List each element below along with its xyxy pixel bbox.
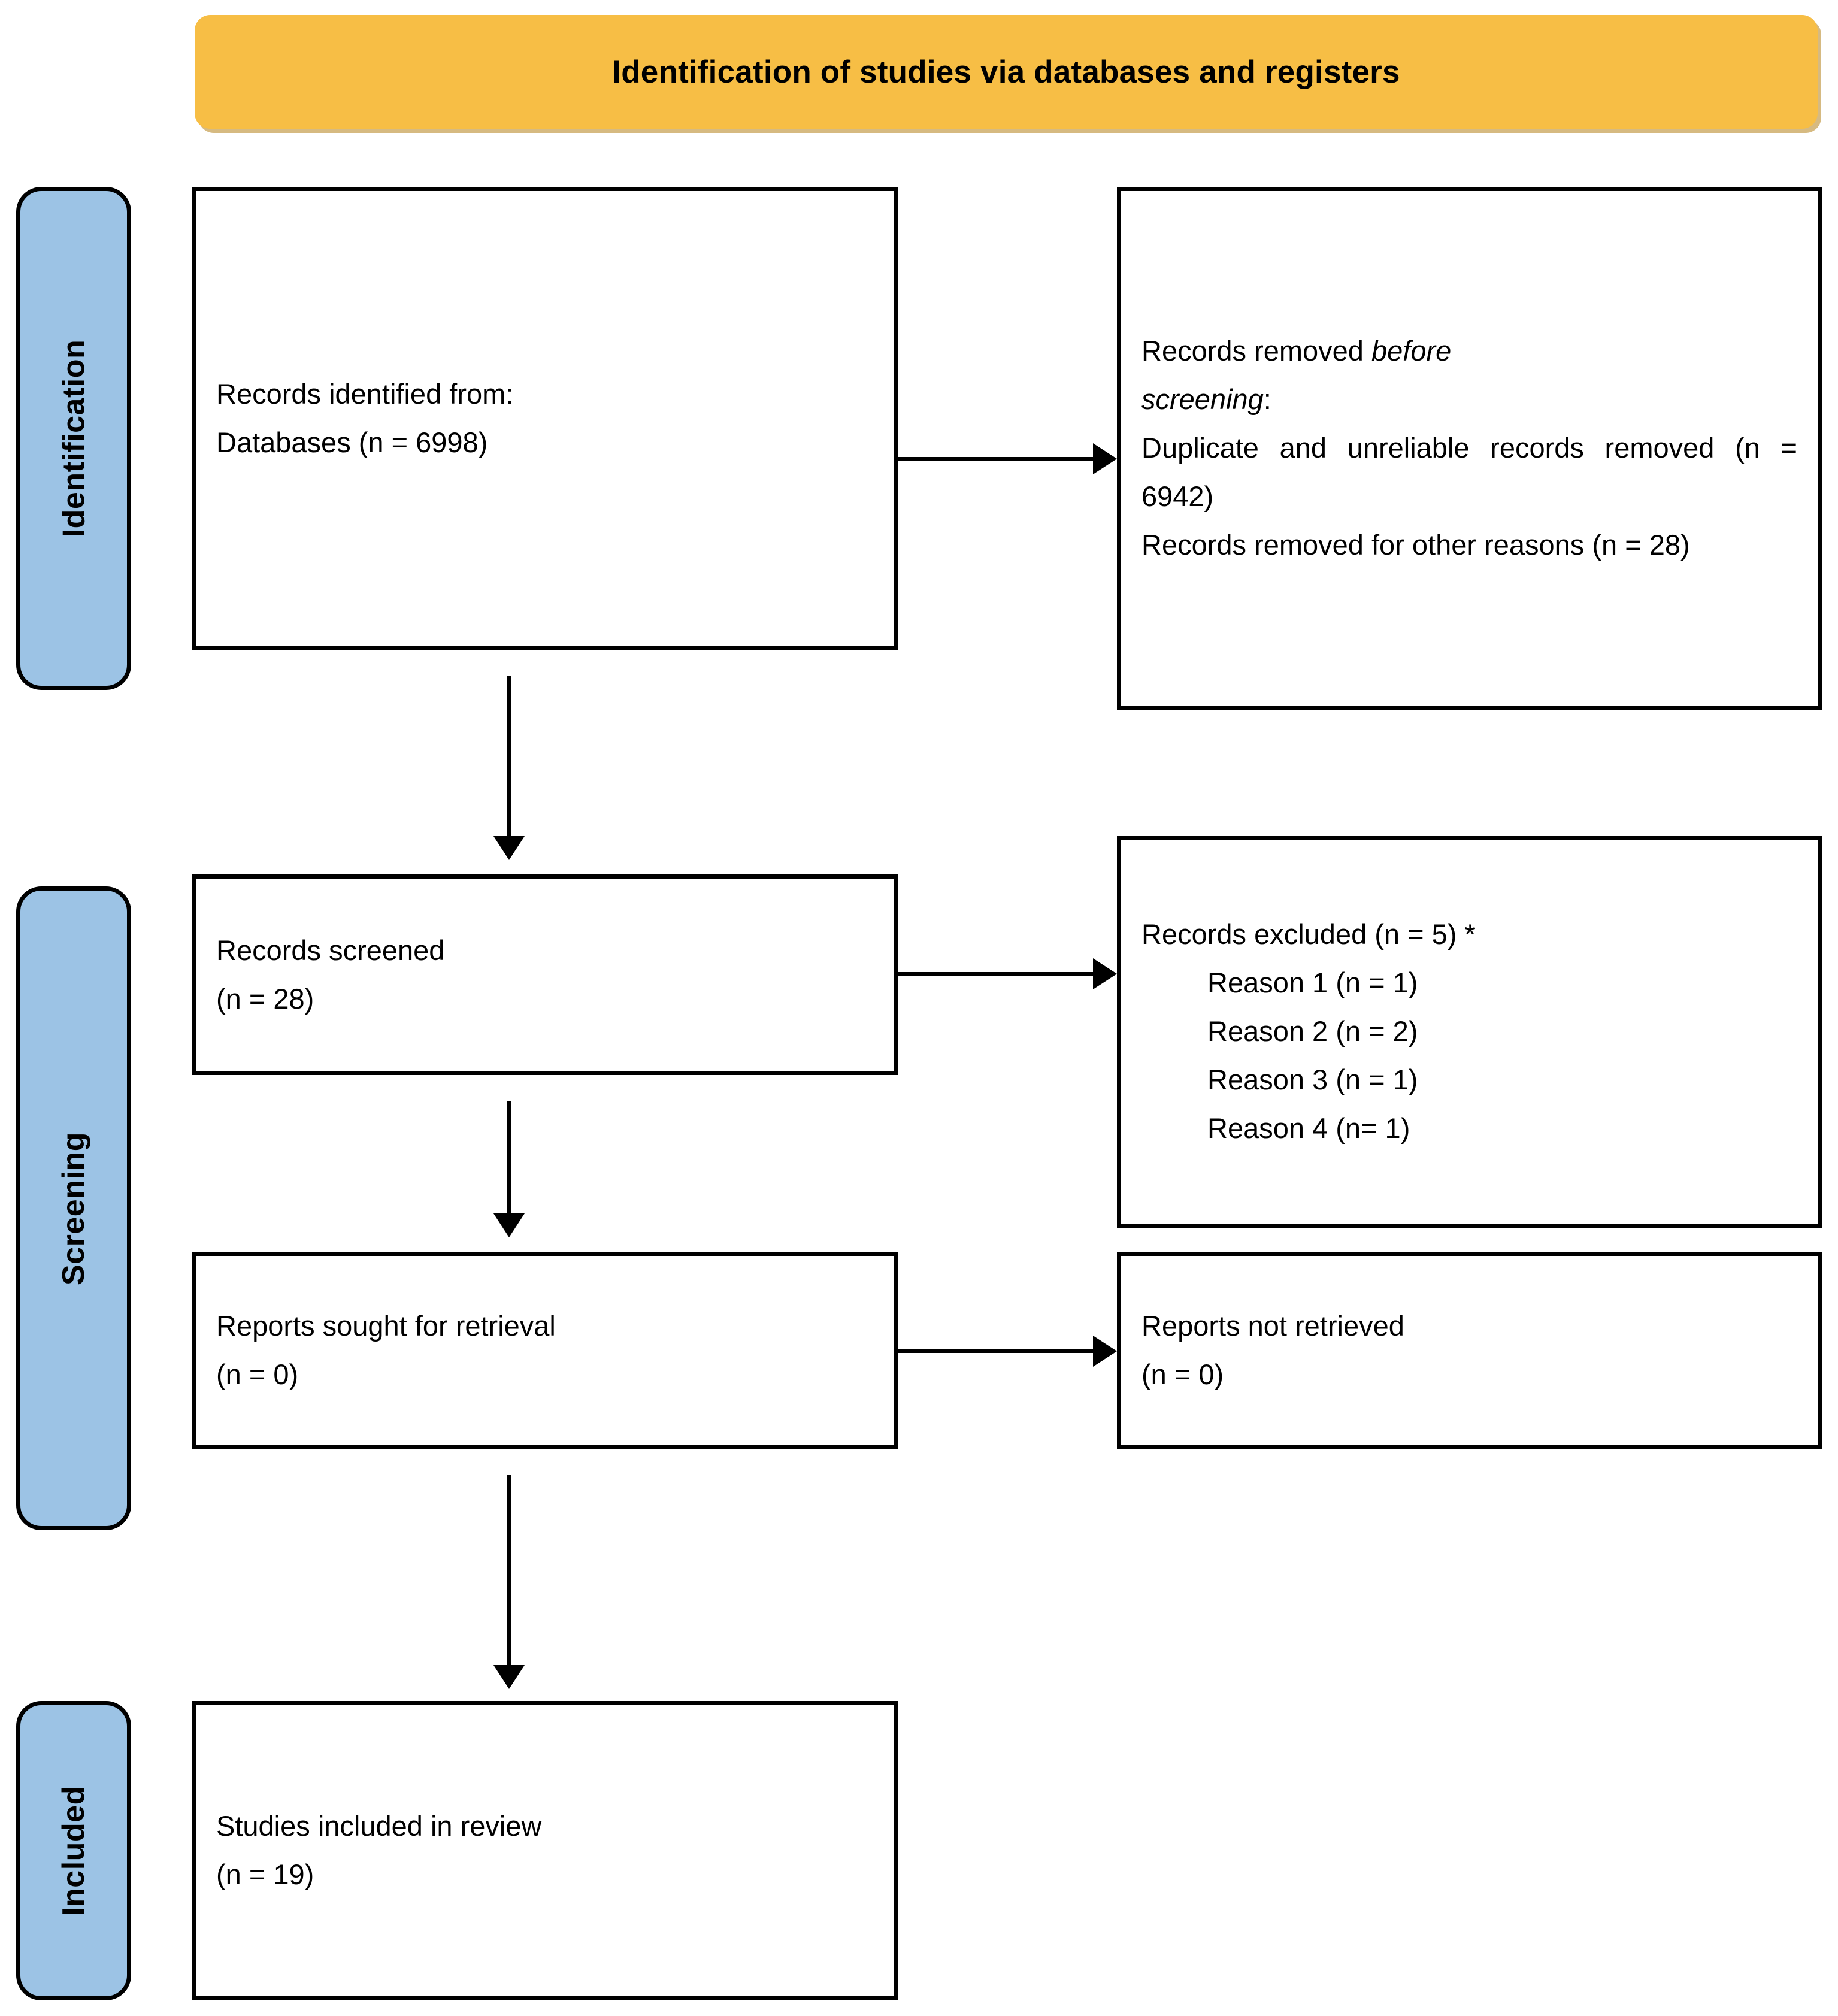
arrow-right-sought-to-not-retrieved [898, 1334, 1117, 1368]
records-removed-line-2: screening: [1141, 376, 1797, 424]
arrow-right-identified-to-removed [898, 442, 1117, 476]
records-removed-line-2-suffix: : [1263, 383, 1271, 416]
arrow-down-screened-to-sought [491, 1101, 527, 1237]
records-removed-line-2-italic: screening [1141, 383, 1264, 416]
records-removed-line-1-prefix: Records removed [1141, 335, 1371, 367]
box-reports-sought-for-retrieval: Reports sought for retrieval (n = 0) [192, 1252, 898, 1449]
arrow-head-right-icon [1093, 958, 1117, 989]
studies-included-line-2: (n = 19) [216, 1858, 314, 1890]
reports-not-retrieved-line-1: Reports not retrieved [1141, 1310, 1404, 1342]
stage-label-screening-text: Screening [56, 1131, 92, 1285]
records-removed-line-3: Duplicate and unreliable records removed… [1141, 432, 1797, 512]
reports-sought-line-2: (n = 0) [216, 1358, 299, 1390]
stage-label-screening: Screening [16, 886, 131, 1530]
box-records-excluded: Records excluded (n = 5) * Reason 1 (n =… [1117, 836, 1822, 1228]
reports-not-retrieved-line-2: (n = 0) [1141, 1358, 1224, 1390]
arrow-shaft [507, 1101, 511, 1213]
arrow-down-identified-to-screened [491, 676, 527, 860]
box-records-identified: Records identified from: Databases (n = … [192, 187, 898, 650]
records-excluded-reason-3: Reason 3 (n = 1) [1207, 1063, 1418, 1095]
header-banner: Identification of studies via databases … [195, 15, 1818, 129]
banner-title: Identification of studies via databases … [612, 54, 1400, 90]
box-studies-included-in-review: Studies included in review (n = 19) [192, 1701, 898, 2000]
records-removed-line-4: Records removed for other reasons (n = 2… [1141, 528, 1690, 561]
arrow-shaft [507, 676, 511, 836]
box-records-removed-before-screening: Records removed before screening: Duplic… [1117, 187, 1822, 710]
records-excluded-reason-2: Reason 2 (n = 2) [1207, 1015, 1418, 1048]
arrow-shaft [898, 1349, 1093, 1353]
records-screened-line-1: Records screened [216, 934, 445, 966]
records-identified-line-2: Databases (n = 6998) [216, 426, 488, 458]
records-removed-line-1: Records removed before [1141, 327, 1797, 376]
box-records-screened: Records screened (n = 28) [192, 874, 898, 1075]
reports-sought-line-1: Reports sought for retrieval [216, 1310, 556, 1342]
arrow-head-right-icon [1093, 1336, 1117, 1367]
arrow-right-screened-to-excluded [898, 957, 1117, 991]
records-identified-line-1: Records identified from: [216, 377, 514, 410]
records-excluded-header: Records excluded (n = 5) * [1141, 918, 1476, 951]
records-excluded-reason-1: Reason 1 (n = 1) [1207, 967, 1418, 999]
records-removed-line-1-italic: before [1371, 335, 1452, 367]
arrow-down-sought-to-included [491, 1475, 527, 1689]
stage-label-included: Included [16, 1701, 131, 2000]
arrow-head-down-icon [493, 836, 525, 860]
arrow-head-down-icon [493, 1665, 525, 1689]
box-reports-not-retrieved: Reports not retrieved (n = 0) [1117, 1252, 1822, 1449]
arrow-head-right-icon [1093, 443, 1117, 474]
arrow-head-down-icon [493, 1213, 525, 1237]
arrow-shaft [898, 457, 1093, 461]
records-screened-line-2: (n = 28) [216, 982, 314, 1015]
stage-label-included-text: Included [56, 1785, 92, 1916]
records-excluded-reason-4: Reason 4 (n= 1) [1207, 1112, 1410, 1144]
arrow-shaft [898, 972, 1093, 976]
studies-included-line-1: Studies included in review [216, 1810, 542, 1842]
stage-label-identification-text: Identification [56, 339, 91, 538]
stage-label-identification: Identification [16, 187, 131, 690]
arrow-shaft [507, 1475, 511, 1665]
